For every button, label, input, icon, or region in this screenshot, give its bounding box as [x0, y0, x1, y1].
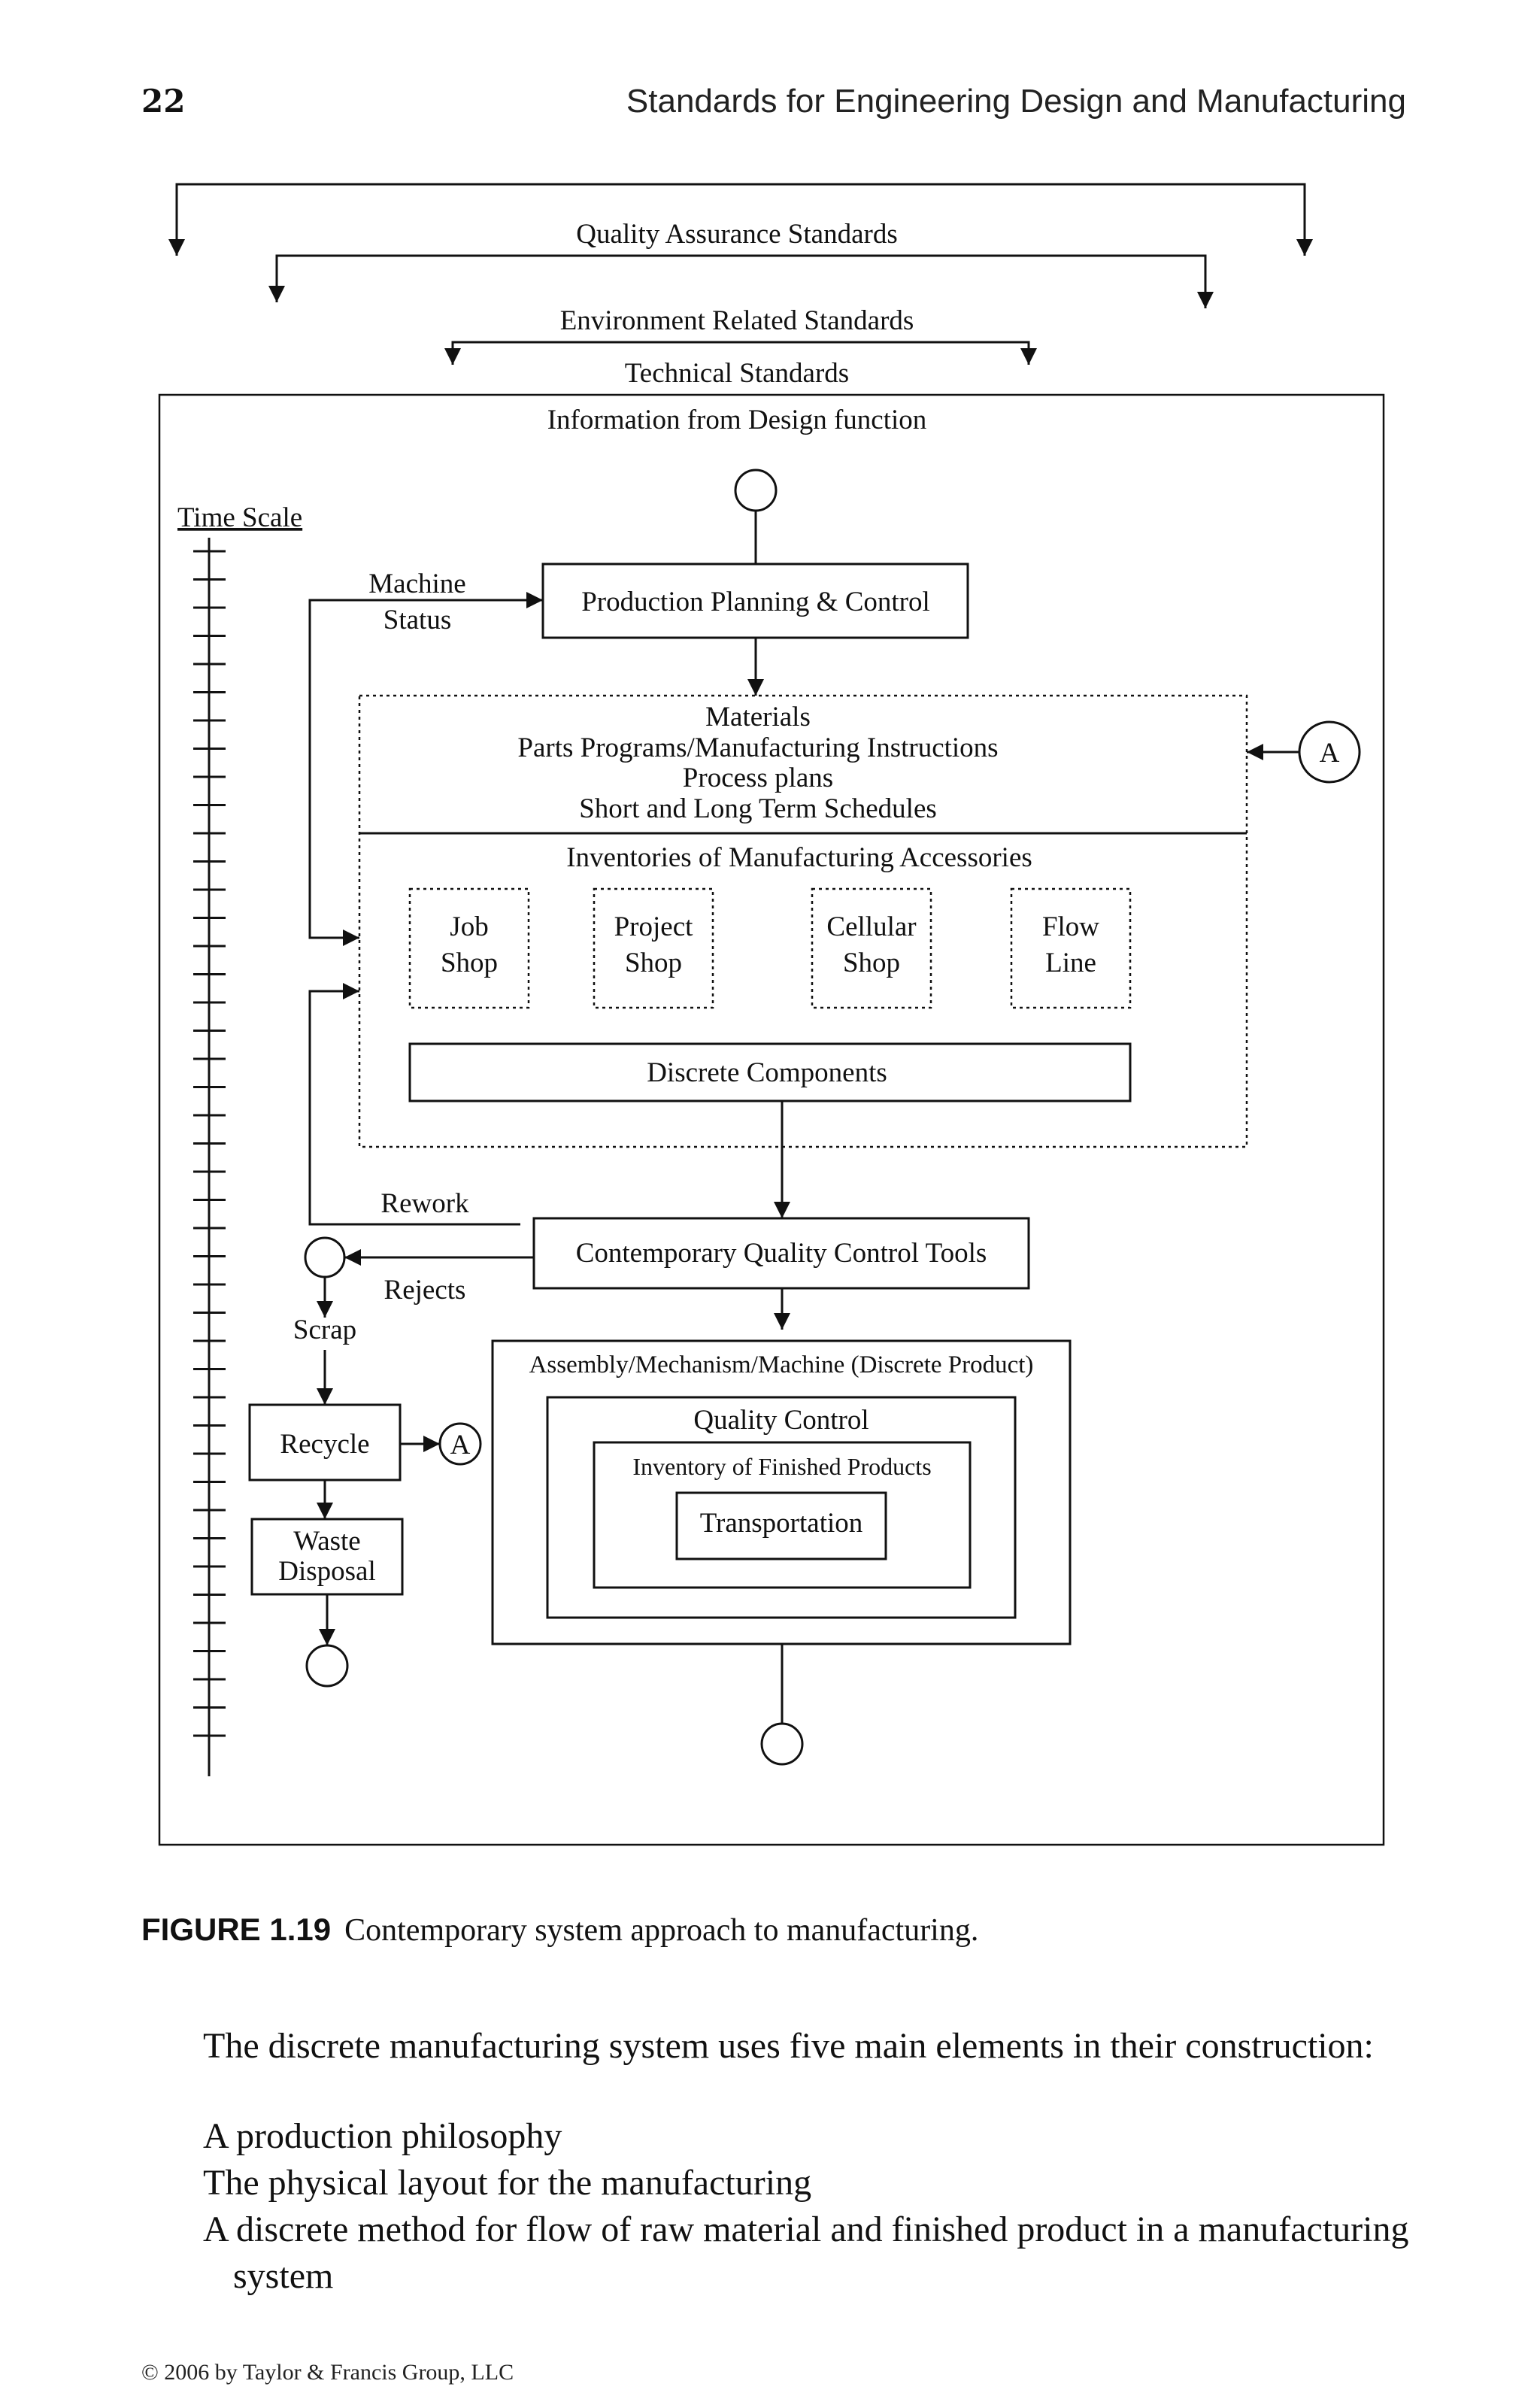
list-item: A discrete method for flow of raw materi… — [203, 2209, 1409, 2296]
final-output-node — [760, 1722, 804, 1766]
inventory-finished-box — [593, 1441, 972, 1589]
rejects-label: Rejects — [384, 1275, 466, 1306]
project-shop-box — [593, 887, 714, 1009]
discrete-components-label: Discrete Components — [647, 1057, 887, 1088]
figure-caption-text: Contemporary system approach to manufact… — [344, 1913, 979, 1948]
inventory-finished-label: Inventory of Finished Products — [632, 1453, 931, 1480]
rejects-node — [304, 1236, 346, 1278]
cellular-shop-line1: Cellular — [826, 911, 916, 942]
job-shop-line1: Job — [450, 911, 488, 942]
waste-output-node — [305, 1644, 349, 1688]
list-item: The physical layout for the manufacturin… — [203, 2163, 812, 2203]
outer-frame — [158, 393, 1385, 1846]
quality-control-box — [546, 1396, 1017, 1619]
inventories-title: Inventories of Manufacturing Accessories — [566, 842, 1032, 873]
env-bracket — [275, 254, 1214, 308]
tech-standards-label: Technical Standards — [625, 358, 849, 389]
qa-standards-label: Quality Assurance Standards — [576, 219, 897, 250]
time-scale-label: Time Scale — [177, 502, 302, 533]
env-standards-label: Environment Related Standards — [560, 305, 914, 336]
rework-loop — [308, 983, 520, 1226]
planning-item-parts-programs: Parts Programs/Manufacturing Instruction… — [517, 732, 998, 763]
planning-item-schedules: Short and Long Term Schedules — [579, 793, 937, 824]
recycle-label: Recycle — [280, 1429, 369, 1460]
flow-line-line1: Flow — [1042, 911, 1099, 942]
cellular-shop-box — [811, 887, 932, 1009]
rework-label: Rework — [380, 1188, 469, 1219]
flow-line-line2: Line — [1045, 948, 1096, 978]
quality-tools-label: Contemporary Quality Control Tools — [576, 1238, 987, 1269]
planning-item-process-plans: Process plans — [683, 763, 833, 793]
job-shop-line2: Shop — [441, 948, 498, 978]
running-title: Standards for Engineering Design and Man… — [626, 83, 1406, 120]
element-list: A production philosophy The physical lay… — [203, 2113, 1421, 2300]
page-number: 22 — [141, 83, 186, 120]
design-input-node — [734, 469, 778, 512]
assembly-label: Assembly/Mechanism/Machine (Discrete Pro… — [529, 1351, 1034, 1378]
machine-status-line1: Machine — [368, 569, 465, 599]
copyright-footer: © 2006 by Taylor & Francis Group, LLC — [141, 2360, 514, 2385]
list-item: A production philosophy — [203, 2116, 562, 2156]
design-info-label: Information from Design function — [547, 405, 927, 435]
figure-caption: FIGURE 1.19 Contemporary system approach … — [141, 1912, 978, 1949]
transportation-box — [675, 1491, 887, 1560]
planning-item-materials: Materials — [705, 702, 811, 732]
flow-line-box — [1010, 887, 1132, 1009]
system-diagram: Quality Assurance Standards Environment … — [158, 183, 1385, 1846]
connector-a-right-label: A — [1320, 738, 1340, 769]
discrete-components-box — [408, 1042, 1132, 1102]
body-intro: The discrete manufacturing system uses f… — [203, 2026, 1374, 2066]
job-shop-box — [408, 887, 530, 1009]
project-shop-line1: Project — [614, 911, 694, 942]
connector-a-left-label: A — [450, 1430, 471, 1460]
cellular-shop-line2: Shop — [843, 948, 900, 978]
machine-status-loop — [308, 599, 543, 946]
time-scale-ticks — [193, 550, 226, 1737]
transportation-label: Transportation — [700, 1508, 863, 1539]
waste-disposal-line2: Disposal — [278, 1556, 376, 1587]
project-shop-line2: Shop — [625, 948, 682, 978]
scrap-label: Scrap — [293, 1315, 356, 1345]
machine-status-line2: Status — [383, 605, 451, 635]
figure-caption-label: FIGURE 1.19 — [141, 1912, 332, 1947]
quality-control-label: Quality Control — [693, 1405, 869, 1436]
planning-dotted-box — [358, 694, 1248, 1148]
connector-a-left — [438, 1422, 482, 1466]
production-planning-label: Production Planning & Control — [581, 587, 930, 617]
waste-disposal-line1: Waste — [293, 1526, 360, 1557]
